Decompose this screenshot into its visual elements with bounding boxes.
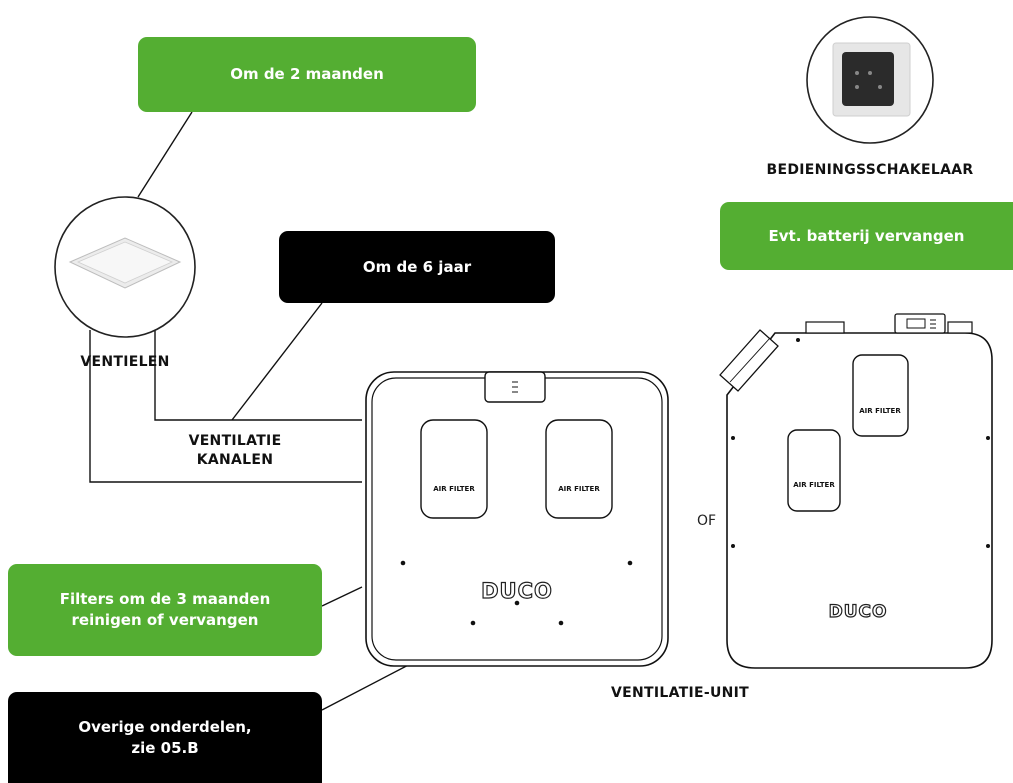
label-ventielen: VENTIELEN	[50, 353, 200, 372]
label-text: BEDIENINGSSCHAKELAAR	[766, 162, 974, 178]
unit-side: AIR FILTER AIR FILTER DUCO	[719, 313, 993, 669]
callout-text-line1: Filters om de 3 maanden	[59, 590, 271, 608]
filter-left	[420, 419, 488, 519]
duct-lower	[89, 330, 362, 483]
switch-image	[806, 16, 934, 144]
label-text: VENTIELEN	[80, 354, 170, 370]
side-filter-upper	[852, 354, 909, 437]
callout-text: Om de 2 maanden	[230, 65, 384, 83]
leader-kanalen	[231, 302, 323, 421]
callout-filters: Filters om de 3 maanden reinigen of verv…	[8, 564, 322, 656]
filter-right	[545, 419, 613, 519]
leader-ventielen	[137, 111, 193, 198]
brand-logo: DUCO	[481, 579, 553, 603]
callout-kanalen-interval: Om de 6 jaar	[279, 231, 555, 303]
callout-text-line1: Overige onderdelen,	[78, 717, 252, 736]
brand-logo: DUCO	[829, 602, 888, 622]
label-bedieningsschakelaar: BEDIENINGSSCHAKELAAR	[740, 161, 1000, 180]
filter-label: AIR FILTER	[433, 485, 475, 493]
filter-label: AIR FILTER	[793, 481, 835, 489]
filter-label: AIR FILTER	[859, 407, 901, 415]
label-text-line2: KANALEN	[196, 452, 274, 468]
or-label: OF	[697, 513, 716, 529]
filter-label: AIR FILTER	[558, 485, 600, 493]
leader-lines	[89, 111, 419, 711]
label-ventilatie-unit: VENTILATIE-UNIT	[580, 684, 780, 703]
callout-text-line2: zie 05.B	[131, 738, 199, 757]
duct-upper	[154, 330, 362, 421]
unit-front: AIR FILTER AIR FILTER DUCO	[365, 371, 669, 667]
ventiel-image	[54, 196, 196, 338]
callout-ventielen-interval: Om de 2 maanden	[138, 37, 476, 112]
callout-batterij: Evt. batterij vervangen	[720, 202, 1013, 270]
leader-filters	[321, 586, 363, 607]
callout-text-line2: reinigen of vervangen	[71, 611, 259, 629]
label-text: VENTILATIE-UNIT	[610, 685, 750, 701]
side-filter-lower	[787, 429, 841, 512]
callout-overige: Overige onderdelen, zie 05.B	[8, 692, 322, 783]
callout-text: Om de 6 jaar	[362, 257, 472, 276]
label-ventilatie-kanalen: VENTILATIE KANALEN	[160, 432, 310, 470]
callout-text: Evt. batterij vervangen	[768, 226, 965, 245]
leader-overige	[321, 659, 419, 711]
label-text-line1: VENTILATIE	[188, 433, 282, 449]
